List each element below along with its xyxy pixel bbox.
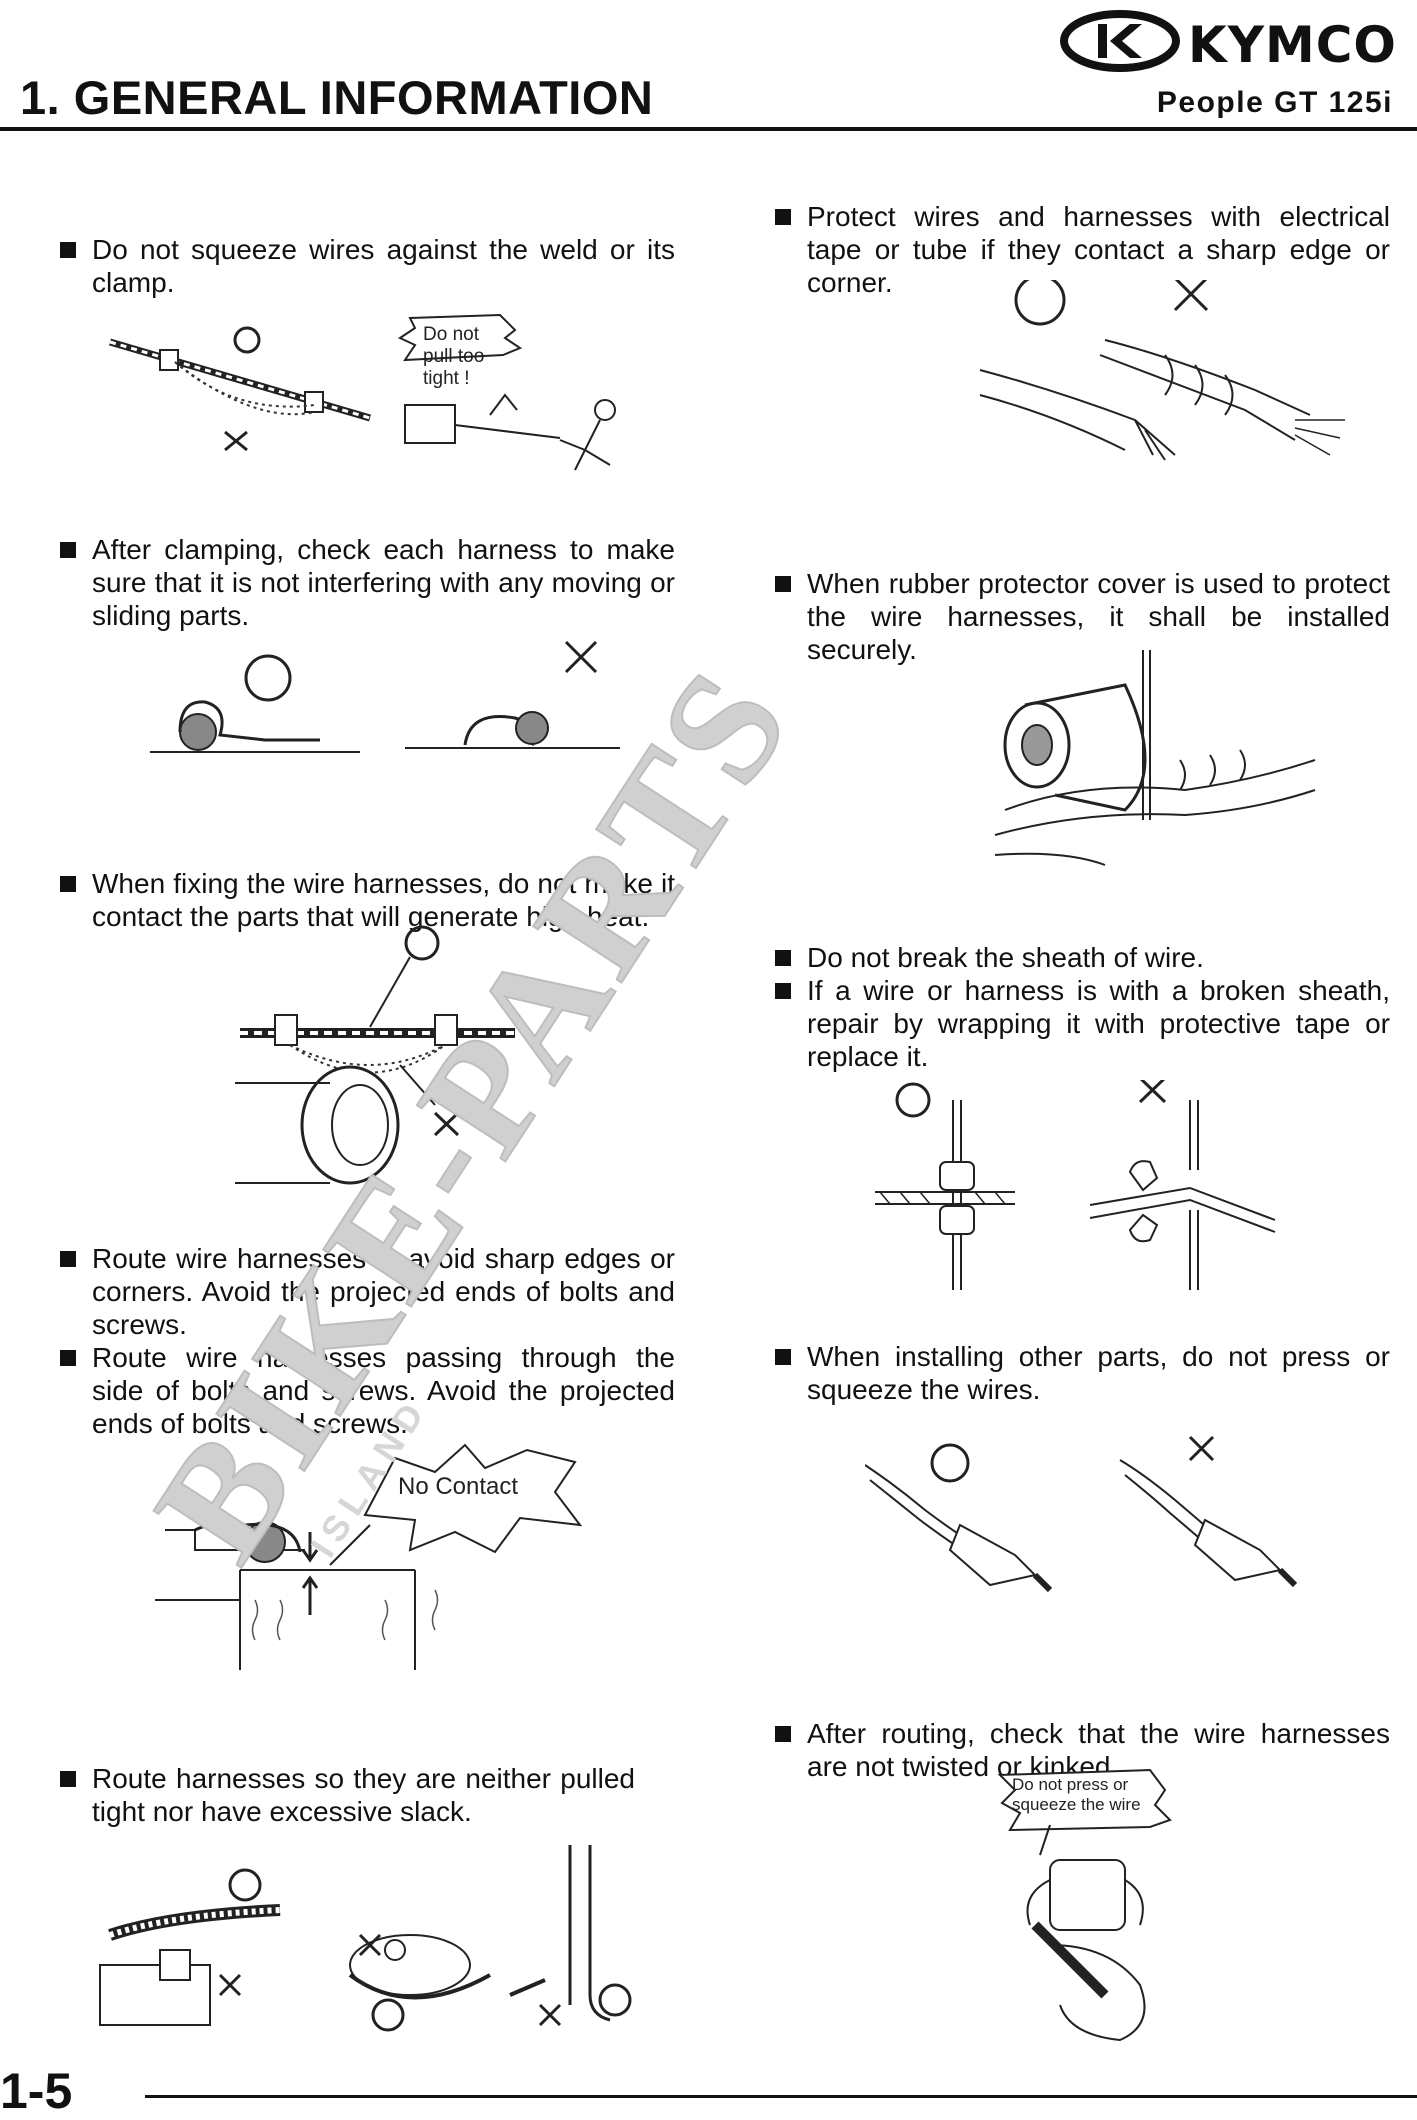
instruction-text: After clamping, check each harness to ma… — [92, 534, 675, 631]
clamp-squeeze-figure: Do not pull too tight ! — [105, 300, 645, 485]
instruction-text: Route wire harnesses passing through the… — [92, 1342, 675, 1439]
instruction-item: After clamping, check each harness to ma… — [60, 533, 675, 632]
instruction-text: When installing other parts, do not pres… — [807, 1341, 1390, 1405]
instruction-item: When rubber protector cover is used to p… — [775, 567, 1390, 666]
instruction-text: Do not break the sheath of wire. — [807, 942, 1204, 973]
connector-press-figure — [865, 1425, 1345, 1605]
bullet-icon — [775, 209, 791, 225]
footer-rule — [145, 2095, 1417, 2098]
bullet-icon — [60, 542, 76, 558]
rubber-protector-figure — [985, 650, 1325, 880]
instruction-text: After routing, check that the wire harne… — [807, 1718, 1390, 1782]
instruction-item: Route harnesses so they are neither pull… — [60, 1762, 635, 1828]
instruction-item: Do not break the sheath of wire. If a wi… — [775, 941, 1390, 1073]
model-name: People GT 125i — [1156, 86, 1393, 119]
instruction-item: When fixing the wire harnesses, do not m… — [60, 867, 675, 933]
instruction-text: Protect wires and harnesses with electri… — [807, 201, 1390, 298]
callout-label: No Contact — [398, 1473, 519, 1500]
bullet-icon — [60, 876, 76, 892]
instruction-text: When fixing the wire harnesses, do not m… — [92, 868, 675, 932]
section-title: 1. GENERAL INFORMATION — [20, 71, 654, 124]
bullet-icon — [60, 242, 76, 258]
instruction-item: When installing other parts, do not pres… — [775, 1340, 1390, 1406]
bullet-icon — [60, 1251, 76, 1267]
clamp-interference-figure — [120, 640, 640, 780]
callout-label: Do not pull too tight ! — [423, 324, 485, 389]
tape-protection-figure — [975, 280, 1355, 480]
instruction-item: After routing, check that the wire harne… — [775, 1717, 1390, 1783]
slack-tension-figure — [90, 1845, 650, 2035]
callout-label: Do not press or squeeze the wire — [1012, 1775, 1141, 1814]
instruction-item: Do not squeeze wires against the weld or… — [60, 233, 675, 299]
kymco-logo: KYMCO — [1060, 10, 1400, 74]
bullet-icon — [775, 983, 791, 999]
heat-source-figure — [230, 925, 520, 1195]
bolt-contact-figure: No Contact — [155, 1440, 595, 1690]
instruction-text: Do not squeeze wires against the weld or… — [92, 234, 675, 298]
bullet-icon — [60, 1350, 76, 1366]
bullet-icon — [775, 1726, 791, 1742]
bullet-icon — [60, 1771, 76, 1787]
instruction-text: When rubber protector cover is used to p… — [807, 568, 1390, 665]
bullet-icon — [775, 576, 791, 592]
instruction-text: If a wire or harness is with a broken sh… — [807, 975, 1390, 1072]
header-rule — [0, 127, 1417, 131]
page-number: 1-5 — [0, 2063, 73, 2119]
bullet-icon — [775, 1349, 791, 1365]
instruction-text: Route harnesses so they are neither pull… — [92, 1763, 635, 1827]
bullet-icon — [775, 950, 791, 966]
sheath-grommet-figure — [875, 1080, 1295, 1300]
hand-press-figure: Do not press or squeeze the wire — [990, 1765, 1190, 2045]
instruction-item: Protect wires and harnesses with electri… — [775, 200, 1390, 299]
instruction-text: Route wire harnesses to avoid sharp edge… — [92, 1243, 675, 1340]
instruction-item: Route wire harnesses to avoid sharp edge… — [60, 1242, 675, 1440]
brand-name: KYMCO — [1188, 16, 1397, 74]
